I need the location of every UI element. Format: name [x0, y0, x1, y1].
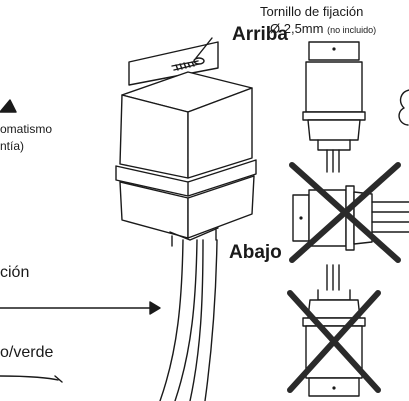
screw-size-value: Ø 2,5mm — [270, 21, 324, 36]
warranty-fragment: ntía) — [0, 139, 25, 153]
arriba-unit — [302, 41, 366, 173]
wire-leader-line — [0, 375, 59, 381]
warning-triangle-icon — [0, 99, 17, 113]
bottom-orientation-label: Abajo — [229, 242, 282, 263]
screw-note: (no incluido) — [327, 25, 377, 35]
cable-arrow — [0, 301, 161, 315]
wire-color-fragment: o/verde — [0, 344, 54, 361]
screw-size-label: Ø 2,5mm (no incluido) — [270, 22, 376, 35]
cross-icon — [287, 290, 381, 393]
top-orientation-label: Arriba — [232, 24, 288, 45]
fixing-screw — [171, 57, 205, 71]
automatism-fragment: omatismo — [0, 122, 53, 136]
steam-cloud-icon — [398, 89, 409, 126]
cross-icon — [289, 162, 401, 263]
screw-leader-line — [195, 37, 213, 59]
cable-label-fragment: ción — [0, 264, 30, 281]
main-motor-unit — [115, 41, 257, 247]
main-cables — [159, 239, 218, 401]
abajo-unit — [302, 264, 366, 397]
screw-label: Tornillo de fijación — [260, 4, 364, 19]
